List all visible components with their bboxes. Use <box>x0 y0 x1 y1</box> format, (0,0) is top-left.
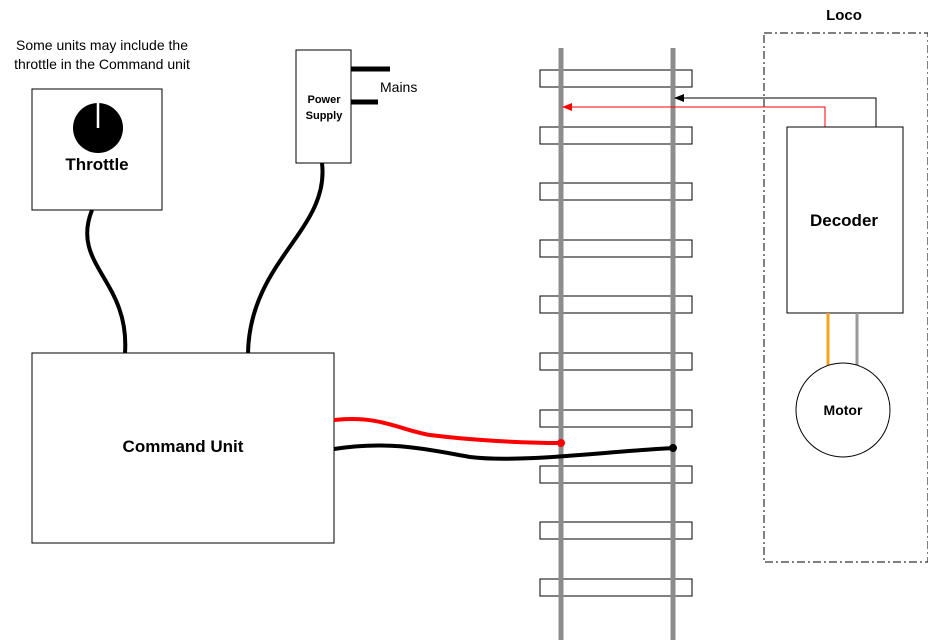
track-sleepers <box>539 69 693 597</box>
arrow-head-red <box>562 103 572 111</box>
red-wire-connection <box>557 439 565 447</box>
power-supply: Power Supply Mains <box>295 49 417 164</box>
throttle-cable <box>85 209 128 354</box>
decoder-label: Decoder <box>810 211 878 230</box>
sleeper <box>539 69 693 88</box>
sleeper <box>539 465 693 484</box>
power-cable <box>246 162 325 354</box>
sleeper <box>539 409 693 428</box>
red-track-wire <box>333 417 562 445</box>
loco-enclosure <box>763 32 928 563</box>
sleeper <box>539 239 693 258</box>
black-track-wire <box>333 443 674 461</box>
sleeper <box>539 126 693 145</box>
power-supply-label-2: Supply <box>306 110 344 122</box>
mains-plug-icon <box>351 66 390 105</box>
sleeper <box>539 295 693 314</box>
black-wire-connection <box>669 444 677 452</box>
power-supply-label-1: Power <box>307 94 341 106</box>
command-unit-label: Command Unit <box>123 437 244 456</box>
note-line-1: Some units may include the <box>16 37 188 53</box>
note-line-2: throttle in the Command unit <box>14 56 190 72</box>
arrow-head-black <box>674 94 684 102</box>
sleeper <box>539 182 693 201</box>
motor-label: Motor <box>824 402 863 418</box>
pickup-wire-red <box>568 106 826 127</box>
throttle-knob-icon <box>73 103 123 153</box>
throttle-unit: Throttle <box>31 88 163 211</box>
sleeper <box>539 521 693 540</box>
sleeper <box>539 578 693 597</box>
command-unit: Command Unit <box>31 352 335 544</box>
motor: Motor <box>795 362 891 458</box>
sleeper <box>539 352 693 371</box>
decoder: Decoder <box>786 126 904 314</box>
pickup-wire-black <box>680 97 877 127</box>
throttle-label: Throttle <box>65 155 128 174</box>
mains-label: Mains <box>380 79 417 95</box>
loco-label: Loco <box>826 7 862 24</box>
